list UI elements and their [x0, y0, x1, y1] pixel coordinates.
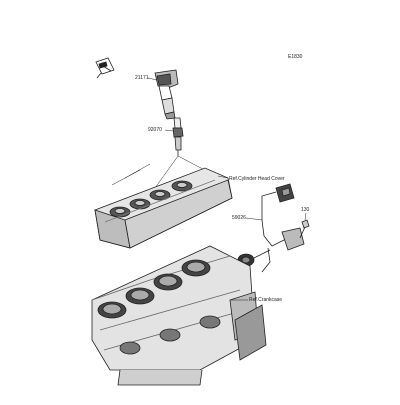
callout-bolt: 130 [301, 207, 310, 213]
diagram-id: E1830 [288, 54, 303, 60]
spark-plug [172, 117, 184, 156]
callout-spark-plug: 92070 [148, 127, 162, 133]
crank-sensor [237, 183, 305, 273]
callout-sensor: 59026 [232, 215, 246, 221]
sensor-bolt [299, 219, 310, 239]
callout-ignition-coil: 21171 [135, 75, 149, 81]
cylinder-head-cover [94, 167, 233, 249]
ignition-coil [154, 69, 179, 120]
ref-cylinder-head-cover: Ref.Cylinder Head Cover [229, 176, 285, 182]
crankcase [91, 245, 267, 386]
ref-crankcase: Ref.Crankcase [249, 297, 282, 303]
front-direction-icon [95, 57, 115, 79]
